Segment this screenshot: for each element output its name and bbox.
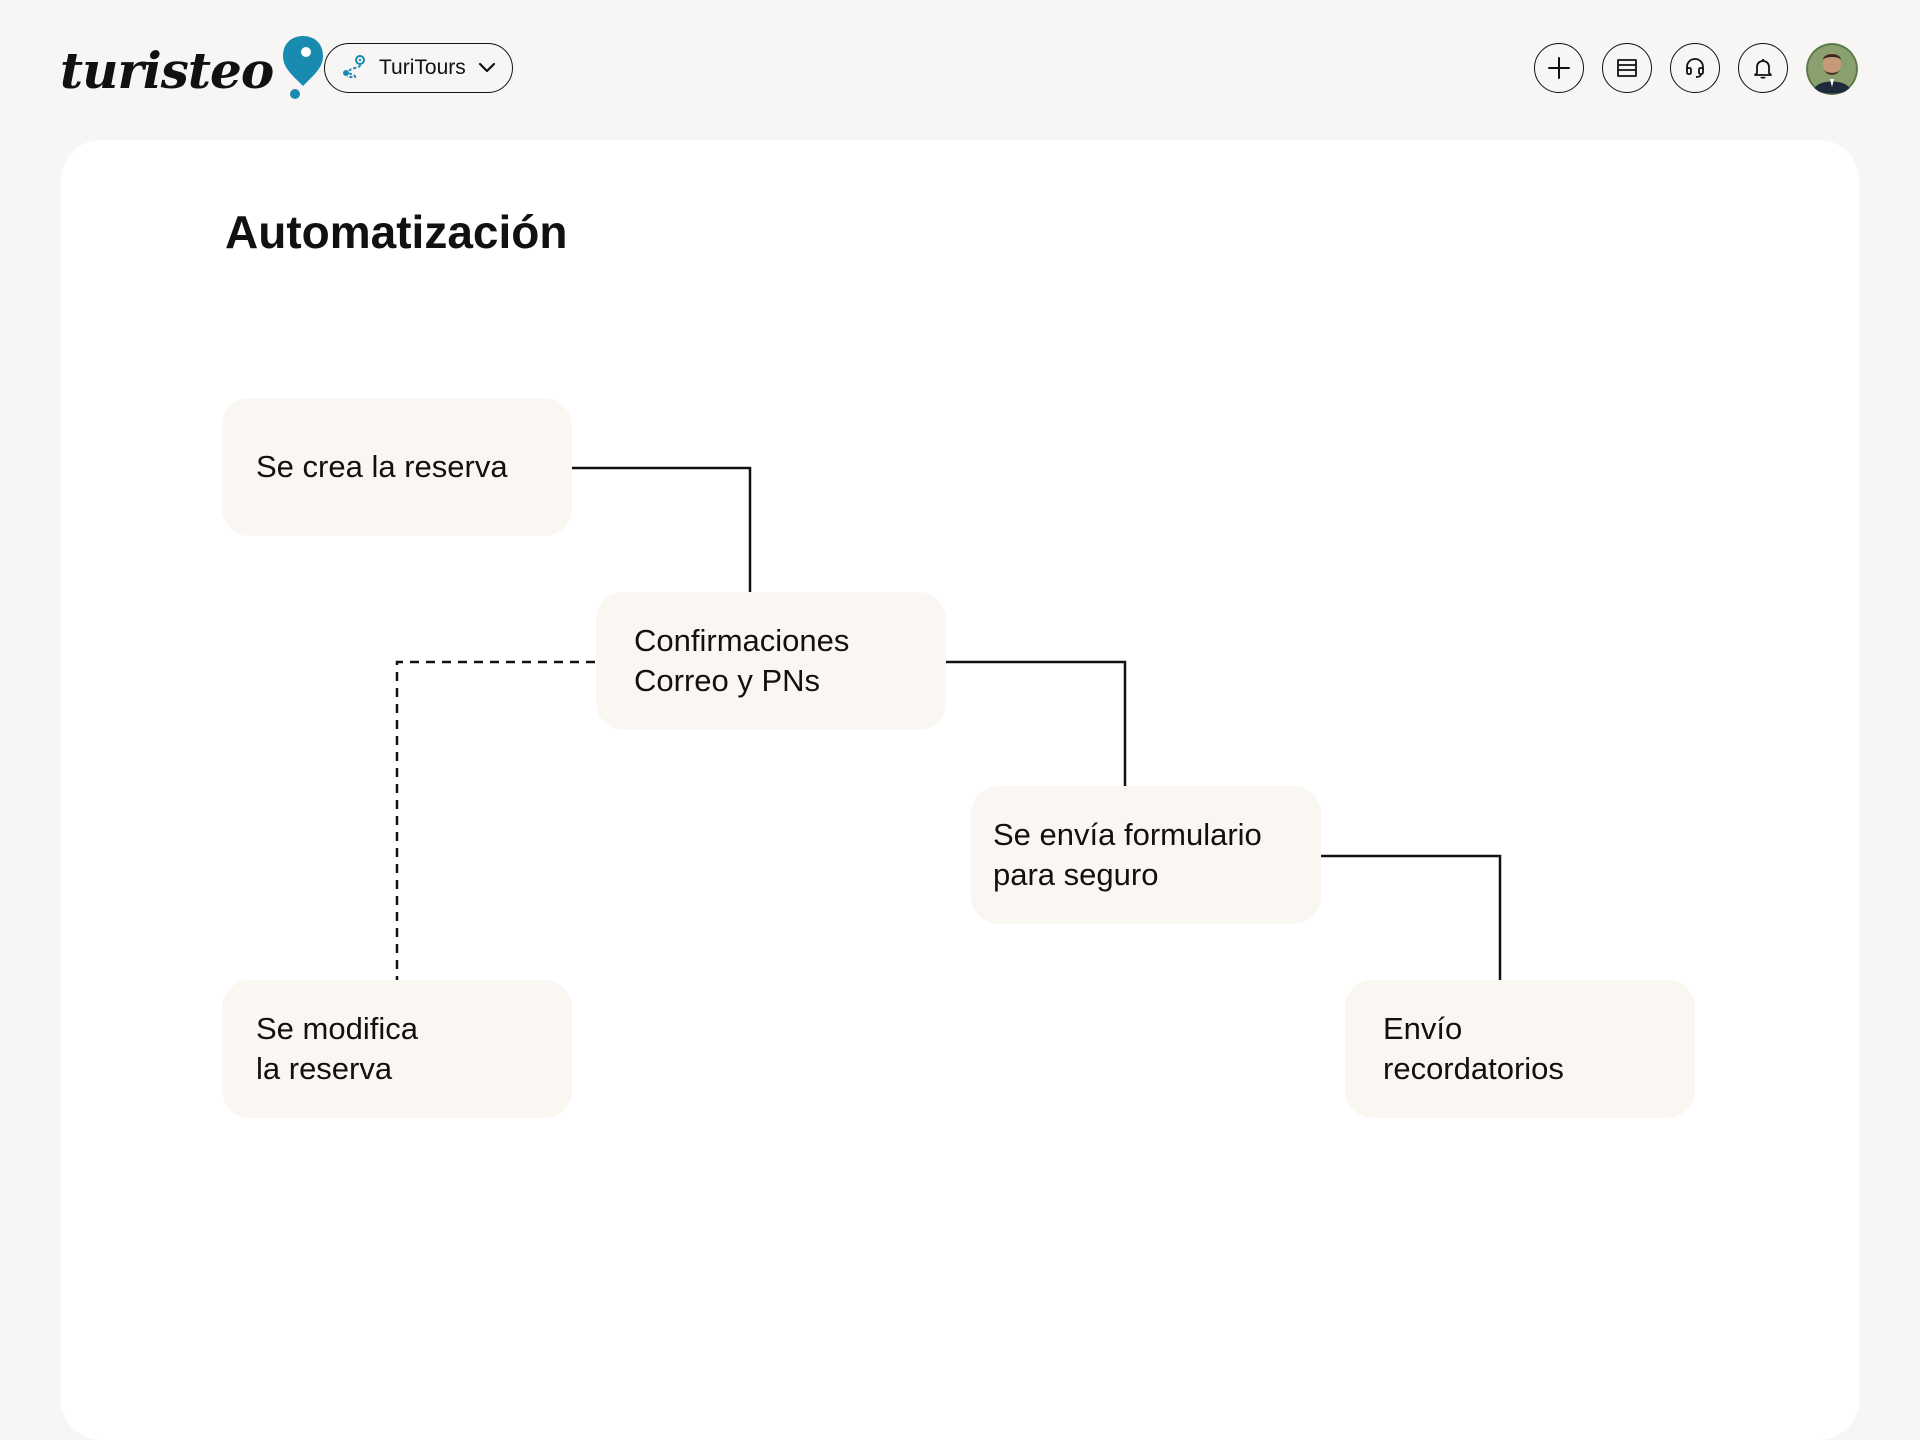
add-button[interactable]	[1534, 43, 1584, 93]
top-bar: turisteo TuriTours	[0, 0, 1920, 140]
bell-icon	[1754, 59, 1772, 79]
node-confirmations[interactable]: Confirmaciones Correo y PNs	[596, 592, 946, 730]
plus-icon	[1548, 57, 1570, 79]
route-icon	[343, 55, 365, 78]
node-booking-modified[interactable]: Se modifica la reserva	[222, 980, 572, 1118]
support-button[interactable]	[1670, 43, 1720, 93]
headset-icon	[1686, 58, 1704, 78]
store-icon	[1617, 59, 1637, 77]
node-booking-modified-line-1: Se modifica	[256, 1011, 418, 1046]
node-booking-created-line-1: Se crea la reserva	[256, 449, 508, 484]
node-booking-created[interactable]: Se crea la reserva	[222, 398, 572, 536]
header-actions	[1534, 43, 1858, 95]
node-insurance-form-line-1: Se envía formulario	[993, 817, 1262, 852]
node-confirmations-line-2: Correo y PNs	[634, 663, 821, 698]
user-avatar[interactable]	[1806, 43, 1858, 95]
chevron-down-icon	[478, 62, 495, 73]
account-name: TuriTours	[379, 56, 466, 79]
node-reminders-line-2: recordatorios	[1383, 1051, 1564, 1086]
node-reminders[interactable]: Envío recordatorios	[1345, 980, 1695, 1118]
main-card	[61, 140, 1859, 1440]
map-pin-icon	[283, 36, 324, 99]
user-avatar-icon	[1806, 43, 1858, 95]
node-insurance-form[interactable]: Se envía formulario para seguro	[971, 786, 1321, 924]
node-booking-modified-line-2: la reserva	[256, 1051, 393, 1086]
notifications-button[interactable]	[1738, 43, 1788, 93]
turisteo-logo[interactable]: turisteo	[60, 30, 325, 110]
store-button[interactable]	[1602, 43, 1652, 93]
node-reminders-line-1: Envío	[1383, 1011, 1463, 1046]
account-switcher[interactable]: TuriTours	[324, 43, 513, 93]
node-confirmations-line-1: Confirmaciones	[634, 623, 850, 658]
logo-wordmark: turisteo	[60, 40, 274, 100]
page-title: Automatización	[225, 206, 568, 258]
node-insurance-form-line-2: para seguro	[993, 857, 1159, 892]
